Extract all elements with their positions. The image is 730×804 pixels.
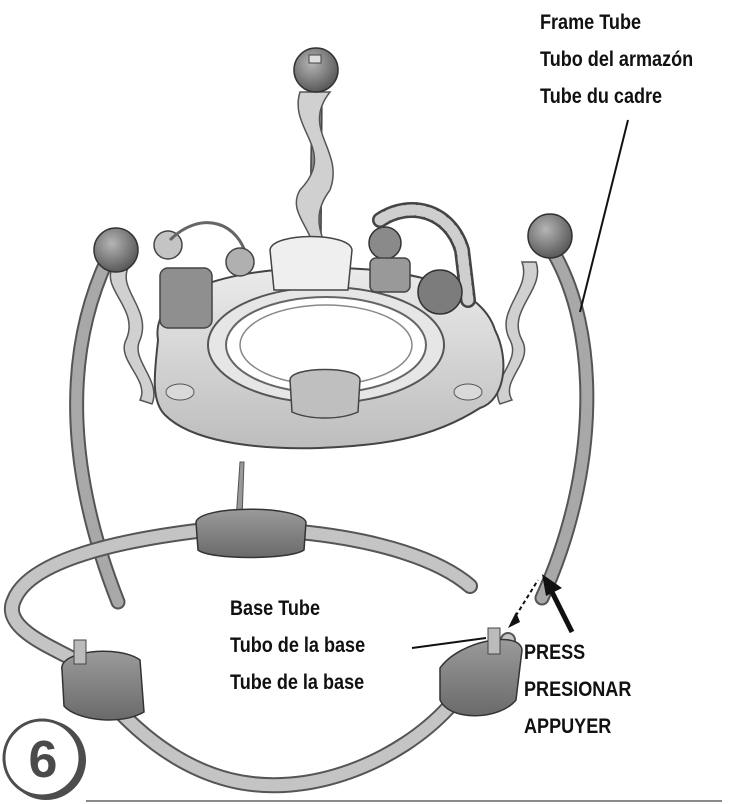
- press-label: PRESS PRESIONAR APPUYER: [524, 634, 631, 745]
- footer-divider: [86, 800, 722, 802]
- frame-tube-label: Frame Tube Tubo del armazón Tube du cadr…: [540, 4, 693, 115]
- frame-tube-label-en: Frame Tube: [540, 11, 642, 34]
- base-tube-label-en: Base Tube: [230, 597, 321, 620]
- frame-tube-label-fr: Tube du cadre: [540, 85, 663, 108]
- frame-tube-label-es: Tubo del armazón: [540, 48, 694, 71]
- base-tube-label-es: Tubo de la base: [230, 634, 366, 657]
- press-label-fr: APPUYER: [524, 715, 612, 738]
- base-tube-label: Base Tube Tubo de la base Tube de la bas…: [230, 590, 365, 701]
- right-frame-tube: [496, 213, 595, 606]
- activity-seat: [153, 202, 505, 450]
- base-ring: [4, 508, 523, 794]
- step-number: 6: [28, 731, 58, 789]
- press-label-es: PRESIONAR: [524, 678, 632, 701]
- callout-lines: [411, 119, 629, 649]
- base-tube-label-fr: Tube de la base: [230, 671, 365, 694]
- step-badge: [2, 718, 86, 800]
- press-label-en: PRESS: [524, 641, 586, 664]
